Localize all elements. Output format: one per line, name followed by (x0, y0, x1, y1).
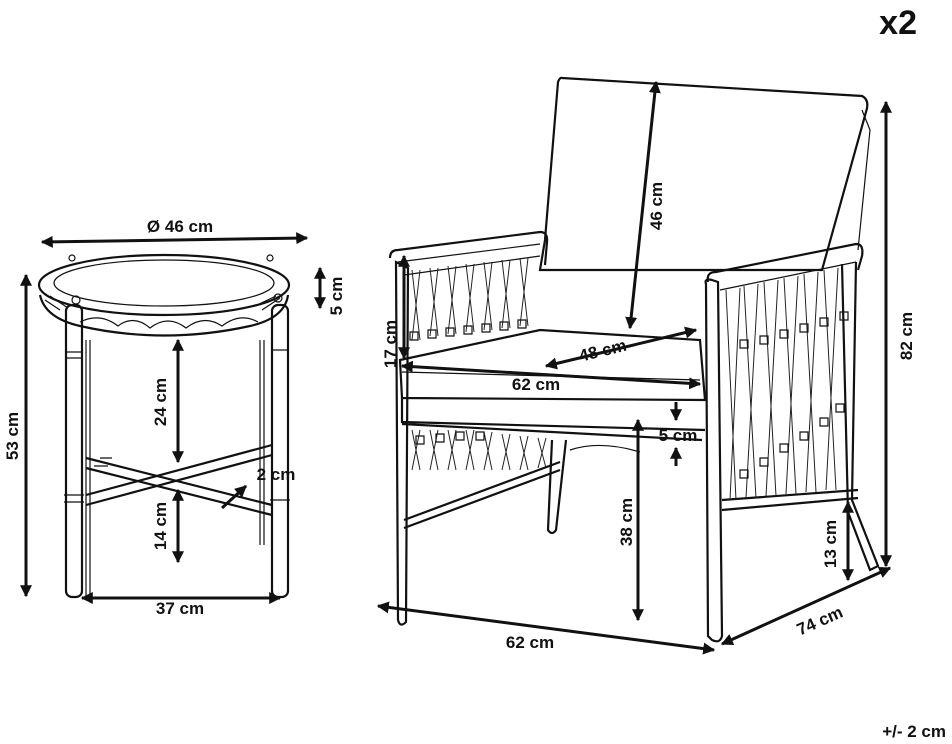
chair-cushion-thickness-label: 5 cm (659, 426, 698, 445)
chair-seat-width-label: 62 cm (512, 375, 560, 394)
table-crossbar-label: 2 cm (257, 465, 296, 484)
table-leg-span-label: 37 cm (156, 599, 204, 618)
armchair-illustration (388, 76, 880, 643)
table-height-label: 53 cm (3, 412, 22, 460)
chair-seat-depth-label: 48 cm (577, 336, 628, 366)
tolerance-note: +/- 2 cm (882, 722, 946, 741)
chair-rail-height-label: 13 cm (821, 520, 840, 568)
chair-total-height-label: 82 cm (897, 312, 916, 360)
table-lower-gap-label: 14 cm (151, 502, 170, 550)
table-upper-gap-label: 24 cm (151, 378, 170, 426)
chair-width-label: 62 cm (506, 633, 554, 652)
table-diameter-label: Ø 46 cm (147, 217, 213, 236)
chair-back-height-label: 46 cm (647, 182, 666, 230)
table-rim-height-label: 5 cm (327, 277, 346, 316)
chair-armrest-height-label: 17 cm (381, 320, 400, 368)
table-dimension-lines (20, 232, 326, 604)
quantity-label: x2 (879, 4, 917, 42)
chair-dimension-lines (376, 80, 892, 655)
chair-seat-height-label: 38 cm (617, 498, 636, 546)
